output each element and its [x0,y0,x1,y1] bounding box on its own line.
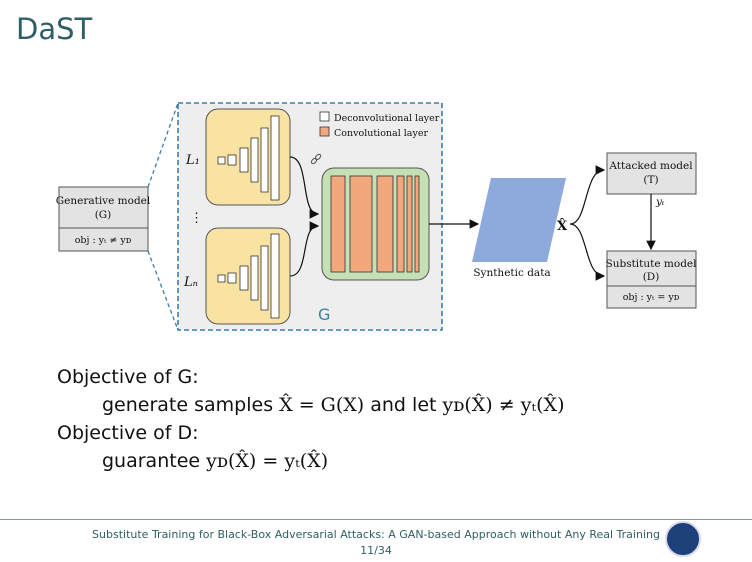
footer: Substitute Training for Black-Box Advers… [0,527,752,559]
substitute-model-symbol: (D) [643,271,660,283]
objective-d-text: guarantee yᴅ(X̂) = yₜ(X̂) [57,447,737,475]
objective-g-text: generate samples X̂ = G(X) and let yᴅ(X̂… [57,391,737,419]
legend-conv-label: Convolutional layer [334,128,428,139]
substitute-model-label: Substitute model [606,258,698,270]
attacked-model-label: Attacked model [608,160,693,172]
objective-d-prefix: guarantee [102,450,201,472]
synthetic-data-label: Synthetic data [473,267,550,279]
generator-ln [205,227,291,325]
legend-deconv-label: Deconvolutional layer [334,113,440,124]
generative-model-box: Generative model (G) obj : yₜ ≠ yᴅ [56,186,151,252]
label-g: G [318,305,330,324]
objective-g-and: and let [370,394,437,416]
objective-g-heading: Objective of G: [57,366,199,388]
label-yt: yₜ [655,196,665,208]
objective-d-math: yᴅ(X̂) = yₜ(X̂) [206,450,329,472]
synthetic-data-shape [472,178,566,262]
zoom-line-top [147,102,179,188]
substitute-model-objective: obj : yₜ = yᴅ [623,292,680,303]
objective-g-prefix: generate samples [102,394,274,416]
generative-model-symbol: (G) [95,209,112,221]
label-xhat: X̂ [557,218,568,234]
label-ln: Lₙ [183,275,198,290]
objectives-section: Objective of G: generate samples X̂ = G(… [57,363,737,475]
footer-title: Substitute Training for Black-Box Advers… [92,528,660,541]
slide-title: DaST [16,12,93,46]
conference-logo-icon [665,521,701,557]
objective-g-math-2: yᴅ(X̂) ≠ yₜ(X̂) [442,394,565,416]
generator-l1 [205,108,291,206]
arrow-to-substitute [569,223,606,281]
attacked-model-box: Attacked model (T) [606,152,697,195]
zoom-line-bottom [147,250,179,331]
dast-diagram: Generative model (G) obj : yₜ ≠ yᴅ Decon… [56,102,698,331]
arrow-ln-to-conv [289,221,320,277]
label-l1: L₁ [185,153,200,168]
legend-conv-swatch [319,126,330,137]
generative-model-objective: obj : yₜ ≠ yᴅ [75,235,132,246]
conv-block [321,167,430,281]
arrow-to-attacked [569,165,606,225]
footer-divider [0,519,752,520]
substitute-model-box: Substitute model (D) obj : yₜ = yᴅ [606,250,698,309]
page-number: 11/34 [360,544,392,557]
label-dots: ⋮ [190,211,203,226]
legend-deconv-swatch [319,111,330,122]
attacked-model-symbol: (T) [643,174,658,186]
arrow-l1-to-conv [289,156,320,219]
generative-model-label: Generative model [56,195,151,207]
link-icon [310,153,322,165]
objective-d-heading: Objective of D: [57,422,199,444]
objective-g-math-1: X̂ = G(X) [279,394,365,416]
